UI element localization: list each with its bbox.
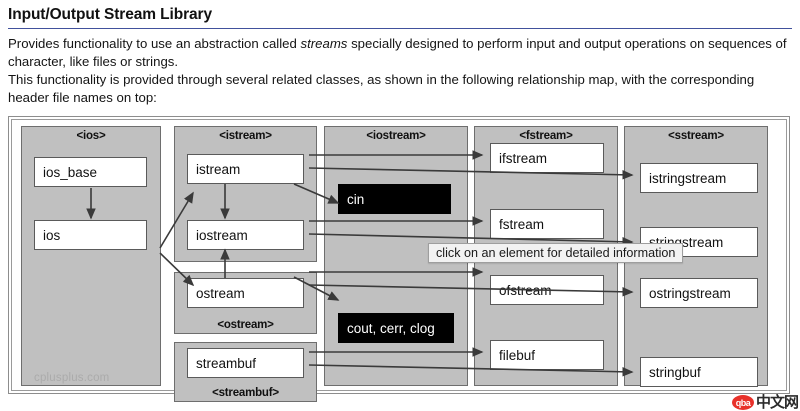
cplusplus-watermark: cplusplus.com	[34, 372, 110, 384]
page-title: Input/Output Stream Library	[8, 6, 212, 23]
node-ios[interactable]: ios	[34, 220, 147, 250]
intro-text-italic: streams	[300, 36, 348, 51]
column-header-ios: <ios>	[76, 130, 106, 142]
column-header-istream: <istream>	[219, 130, 272, 142]
node-filebuf[interactable]: filebuf	[490, 340, 604, 370]
subgroup-footer-ostream: <ostream>	[217, 319, 274, 331]
node-istringstream[interactable]: istringstream	[640, 163, 758, 193]
node-istream[interactable]: istream	[187, 154, 304, 184]
node-ifstream[interactable]: ifstream	[490, 143, 604, 173]
column-header-fstream: <fstream>	[519, 130, 573, 142]
article-header: Input/Output Stream Library Provides fun…	[0, 0, 800, 106]
site-logo: qba 中文网	[731, 394, 799, 411]
node-ostream[interactable]: ostream	[187, 278, 304, 308]
node-cout-cerr-clog[interactable]: cout, cerr, clog	[338, 313, 454, 343]
column-header-iostream: <iostream>	[366, 130, 426, 142]
node-ios-base[interactable]: ios_base	[34, 157, 147, 187]
tooltip: click on an element for detailed informa…	[428, 243, 684, 263]
intro-paragraph-2: This functionality is provided through s…	[8, 72, 755, 105]
node-stringbuf[interactable]: stringbuf	[640, 357, 758, 387]
node-ostringstream[interactable]: ostringstream	[640, 278, 758, 308]
intro-text-pre: Provides functionality to use an abstrac…	[8, 36, 301, 51]
node-fstream[interactable]: fstream	[490, 209, 604, 239]
site-logo-text: 中文网	[755, 394, 799, 411]
title-divider	[8, 28, 792, 29]
node-cin[interactable]: cin	[338, 184, 451, 214]
intro-text-post: specially designed to perform input and …	[8, 36, 787, 69]
node-streambuf[interactable]: streambuf	[187, 348, 304, 378]
intro-paragraph-1: Provides functionality to use an abstrac…	[8, 35, 792, 70]
node-iostream[interactable]: iostream	[187, 220, 304, 250]
node-ofstream[interactable]: ofstream	[490, 275, 604, 305]
subgroup-footer-streambuf: <streambuf>	[212, 387, 279, 399]
column-header-sstream: <sstream>	[668, 130, 724, 142]
site-logo-badge: qba	[731, 395, 754, 410]
